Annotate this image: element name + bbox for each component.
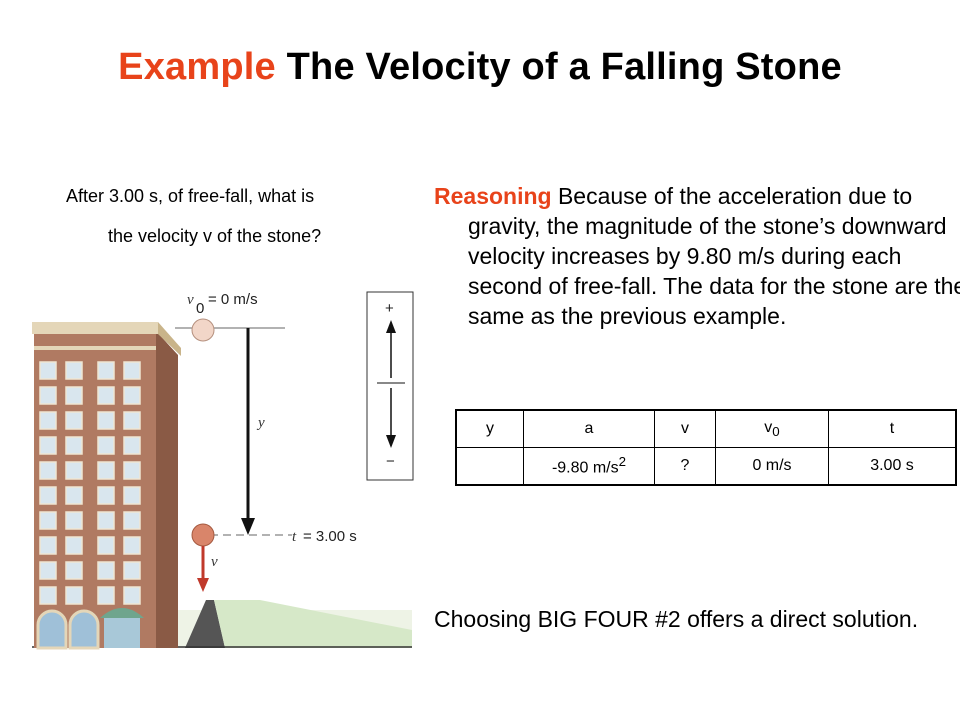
window — [123, 361, 141, 380]
cell-t: 3.00 s — [828, 447, 957, 486]
header-a: a — [523, 409, 655, 448]
window — [97, 511, 115, 530]
cell-v: ? — [654, 447, 716, 486]
question-text: After 3.00 s, of free-fall, what is the … — [66, 176, 406, 256]
kinematics-table: y a v v0 t -9.80 m/s2 ? 0 m/s 3.00 s — [455, 409, 957, 486]
window — [39, 511, 57, 530]
window — [65, 486, 83, 505]
window — [39, 461, 57, 480]
window — [123, 436, 141, 455]
v0-symbol: v — [187, 292, 194, 308]
window — [97, 436, 115, 455]
window — [97, 586, 115, 605]
question-line-2: the velocity v of the stone? — [108, 226, 322, 246]
t-value: = 3.00 s — [303, 528, 357, 545]
window — [39, 536, 57, 555]
window — [39, 411, 57, 430]
y-label: y — [256, 415, 265, 431]
window — [97, 561, 115, 580]
building-side — [155, 330, 178, 648]
window — [39, 586, 57, 605]
building-cornice-side — [158, 322, 181, 356]
conclusion-text: Choosing BIG FOUR #2 offers a direct sol… — [434, 606, 919, 632]
window — [65, 511, 83, 530]
window — [97, 486, 115, 505]
window — [65, 436, 83, 455]
window — [65, 361, 83, 380]
header-v0-subscript: 0 — [772, 424, 780, 440]
window — [39, 361, 57, 380]
minus-sign: − — [386, 453, 395, 470]
window — [123, 511, 141, 530]
stone-final — [191, 523, 215, 547]
table-row: -9.80 m/s2 ? 0 m/s 3.00 s — [455, 447, 957, 486]
window — [65, 536, 83, 555]
window — [123, 536, 141, 555]
cell-v0: 0 m/s — [715, 447, 829, 486]
reasoning-paragraph: Reasoning Because of the acceleration du… — [434, 181, 960, 331]
plus-sign: + — [385, 300, 394, 317]
building-cornice — [32, 322, 158, 334]
reasoning-text: Because of the acceleration due to gravi… — [468, 183, 960, 329]
window — [97, 411, 115, 430]
window — [65, 386, 83, 405]
cell-a: -9.80 m/s2 — [523, 447, 655, 486]
building-band — [34, 346, 156, 350]
window — [123, 586, 141, 605]
header-t: t — [828, 409, 957, 448]
window — [97, 386, 115, 405]
window — [97, 361, 115, 380]
cell-y — [455, 447, 524, 486]
t-symbol: t — [292, 529, 297, 545]
window — [39, 561, 57, 580]
window — [123, 486, 141, 505]
window — [65, 561, 83, 580]
window — [97, 536, 115, 555]
title-accent: Example — [118, 46, 276, 88]
slide-title: Example The Velocity of a Falling Stone — [0, 46, 960, 89]
window — [65, 461, 83, 480]
lawn — [214, 600, 412, 648]
sign-convention-box — [366, 291, 414, 481]
building-windows — [39, 361, 141, 605]
header-v0: v0 — [715, 409, 829, 448]
window — [123, 386, 141, 405]
question-line-1: After 3.00 s, of free-fall, what is — [66, 186, 315, 206]
awning — [100, 608, 144, 618]
window — [65, 586, 83, 605]
stone-initial — [191, 318, 215, 342]
window — [123, 561, 141, 580]
displacement-arrowhead — [241, 518, 255, 535]
window — [97, 461, 115, 480]
cell-a-value: -9.80 m/s — [551, 459, 619, 477]
window — [39, 486, 57, 505]
v0-subscript: 0 — [196, 300, 204, 317]
road — [185, 600, 225, 648]
v0-value: = 0 m/s — [208, 291, 258, 308]
window — [39, 386, 57, 405]
building-arch — [68, 609, 100, 650]
title-text: The Velocity of a Falling Stone — [286, 46, 842, 88]
table-header-row: y a v v0 t — [455, 409, 957, 448]
down-arrowhead — [386, 435, 396, 448]
up-arrowhead — [386, 320, 396, 333]
building-arch — [36, 609, 68, 650]
header-y: y — [455, 409, 524, 448]
velocity-arrowhead — [197, 578, 209, 592]
cell-a-superscript: 2 — [618, 454, 627, 470]
header-v: v — [654, 409, 716, 448]
window — [39, 436, 57, 455]
header-v0-symbol: v — [764, 418, 773, 436]
entrance — [104, 618, 140, 648]
falling-stone-illustration: v 0 = 0 m/s y t = 3.00 s v + − — [32, 291, 414, 650]
window — [123, 411, 141, 430]
v-label: v — [211, 554, 218, 570]
window — [123, 461, 141, 480]
reasoning-label: Reasoning — [434, 183, 552, 209]
window — [65, 411, 83, 430]
